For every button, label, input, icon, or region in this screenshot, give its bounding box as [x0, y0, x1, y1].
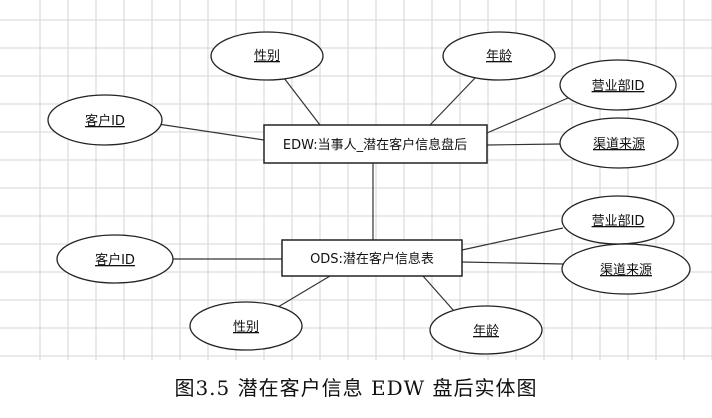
- connector-lines: [157, 76, 569, 312]
- attribute-label: 营业部ID: [592, 79, 645, 94]
- attribute-label: 营业部ID: [592, 214, 645, 229]
- connector-line: [429, 76, 477, 126]
- attribute-label: 性别: [254, 49, 280, 64]
- attribute-label: 渠道来源: [600, 263, 652, 278]
- entity-label: ODS:潜在客户信息表: [310, 251, 434, 267]
- connector-line: [422, 275, 455, 312]
- attribute-label: 性别: [233, 320, 259, 335]
- attribute-ods-gender[interactable]: 性别: [189, 301, 303, 351]
- connector-line: [157, 123, 265, 141]
- entity-ods[interactable]: ODS:潜在客户信息表: [281, 239, 463, 277]
- attribute-ods-channel[interactable]: 渠道来源: [561, 243, 691, 295]
- attribute-label: 年龄: [486, 49, 512, 64]
- connector-line: [283, 77, 321, 126]
- attribute-label: 客户ID: [85, 113, 125, 129]
- attribute-edw-gender[interactable]: 性别: [210, 31, 324, 81]
- connector-line: [486, 97, 569, 134]
- attribute-ods-dept-id[interactable]: 营业部ID: [561, 195, 675, 245]
- attribute-ods-customer-id[interactable]: 客户ID: [56, 234, 174, 284]
- attribute-edw-channel[interactable]: 渠道来源: [559, 117, 679, 169]
- connector-line: [486, 143, 561, 146]
- background-grid: [0, 0, 712, 360]
- connector-line: [277, 275, 331, 308]
- attribute-label: 年龄: [473, 324, 499, 339]
- connector-line: [461, 261, 564, 265]
- connector-line: [461, 227, 564, 251]
- attribute-edw-dept-id[interactable]: 营业部ID: [559, 59, 677, 111]
- attribute-label: 渠道来源: [593, 137, 645, 152]
- attribute-label: 客户ID: [95, 252, 135, 268]
- attribute-edw-age[interactable]: 年龄: [442, 31, 556, 81]
- figure-caption: 图3.5 潜在客户信息 EDW 盘后实体图: [174, 376, 538, 400]
- attribute-ods-age[interactable]: 年龄: [429, 305, 543, 355]
- entity-edw[interactable]: EDW:当事人_潜在客户信息盘后: [263, 124, 488, 164]
- attribute-edw-customer-id[interactable]: 客户ID: [47, 94, 163, 146]
- entity-label: EDW:当事人_潜在客户信息盘后: [283, 137, 467, 153]
